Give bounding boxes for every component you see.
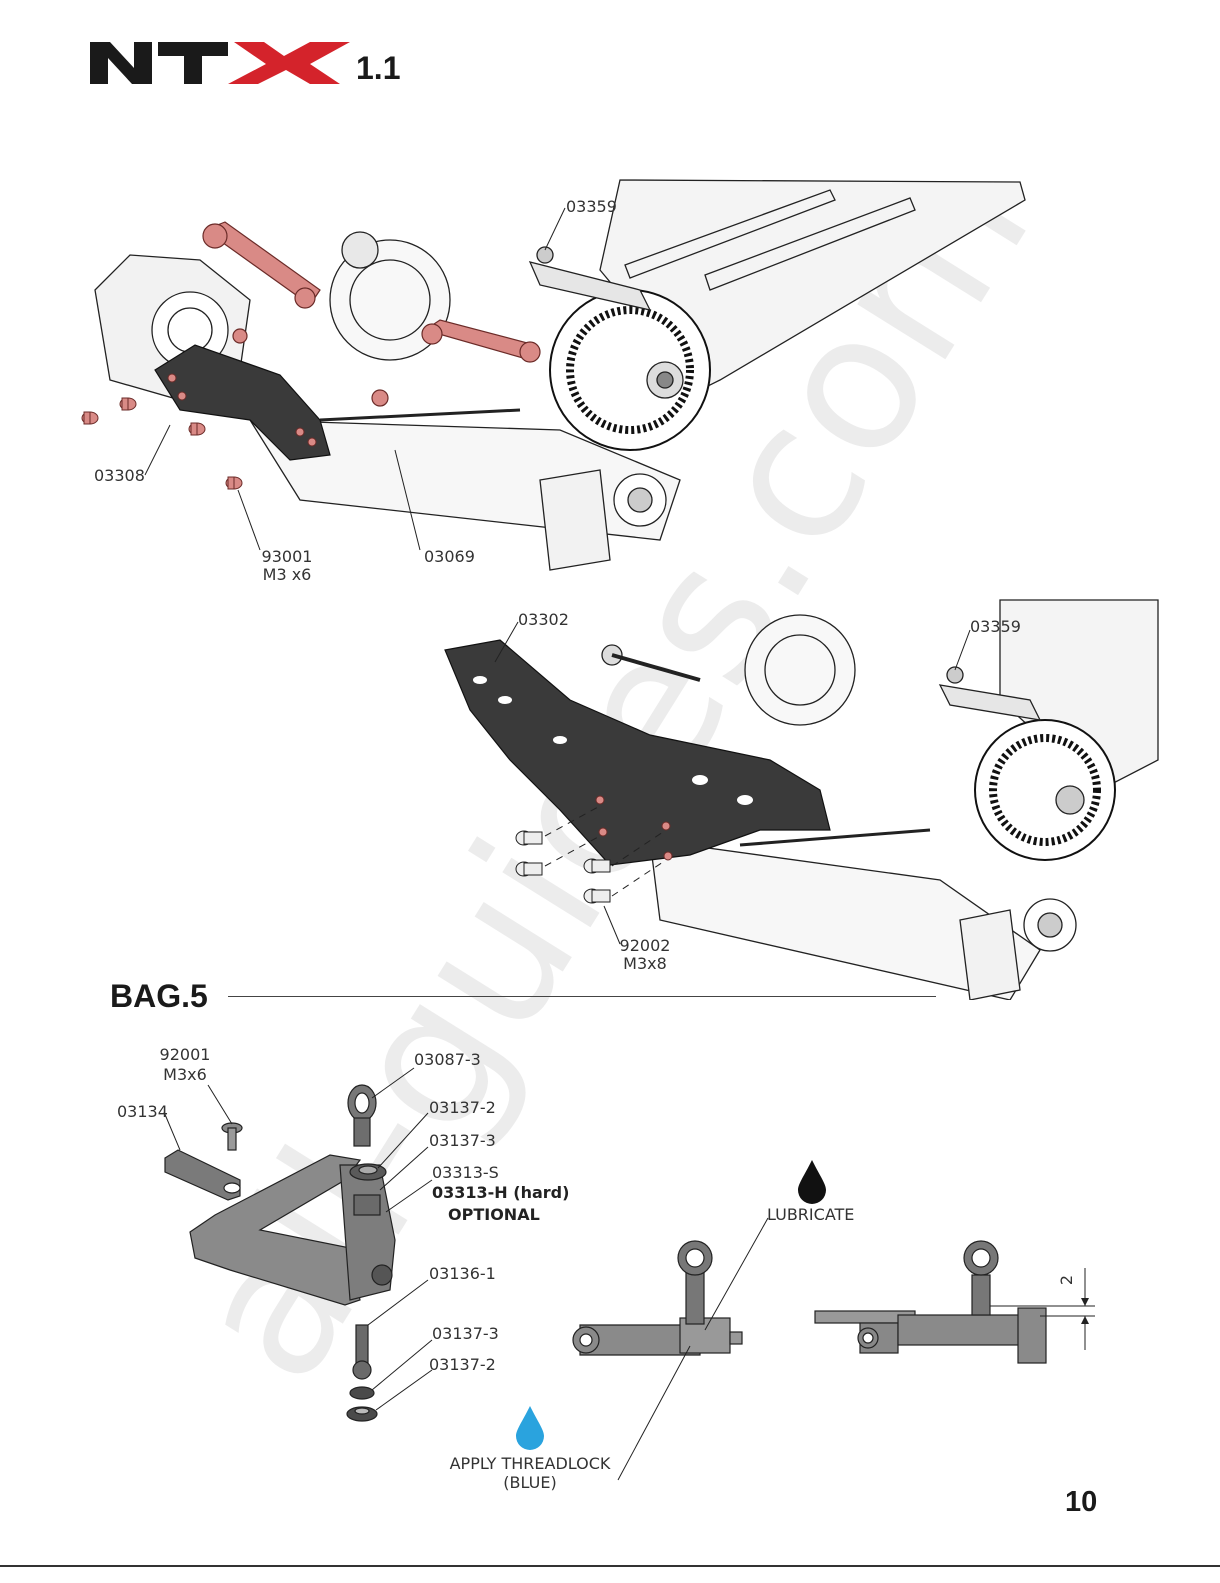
label-03137-2-top: 03137-2 <box>429 1099 496 1117</box>
label-03087-3: 03087-3 <box>414 1051 481 1069</box>
label-lubricate: LUBRICATE <box>767 1206 854 1224</box>
label-03134: 03134 <box>117 1103 168 1121</box>
dimension-gap: 2 <box>1058 1275 1076 1285</box>
label-optional: OPTIONAL <box>448 1206 540 1224</box>
label-03136-1: 03136-1 <box>429 1265 496 1283</box>
label-threadlock-color: (BLUE) <box>430 1474 630 1492</box>
label-03137-3-top: 03137-3 <box>429 1132 496 1150</box>
label-03137-3-bottom: 03137-3 <box>432 1325 499 1343</box>
label-03313-s: 03313-S <box>432 1164 499 1182</box>
label-03137-2-bottom: 03137-2 <box>429 1356 496 1374</box>
footer-rule <box>0 1565 1220 1567</box>
page-number: 10 <box>1065 1486 1097 1519</box>
label-03313-h: 03313-H (hard) <box>432 1184 569 1202</box>
label-92001: 92001 <box>150 1046 220 1064</box>
label-threadlock: APPLY THREADLOCK <box>430 1455 630 1473</box>
label-92001-size: M3x6 <box>150 1066 220 1084</box>
